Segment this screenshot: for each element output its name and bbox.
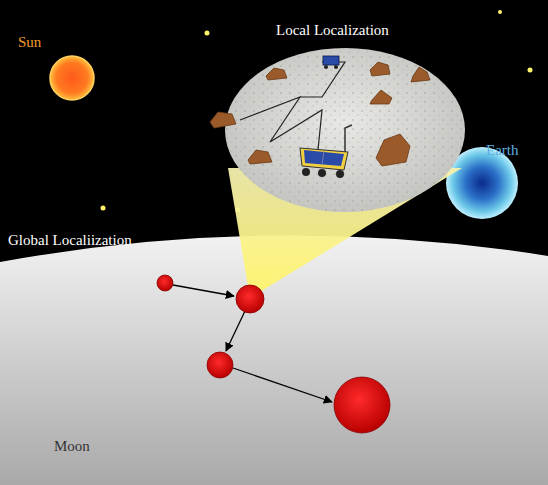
- earth-label: Earth: [486, 142, 518, 159]
- rover-path: [240, 97, 322, 150]
- sun: [50, 56, 94, 100]
- local-texture: [225, 48, 465, 212]
- local-title: Local Localization: [276, 22, 389, 39]
- global-title: Global Localiization: [8, 232, 132, 249]
- moon-label: Moon: [54, 438, 90, 455]
- rover-small: [323, 56, 339, 69]
- rover-path-top: [300, 62, 345, 97]
- global-path: [173, 285, 332, 402]
- local-area: [225, 48, 465, 212]
- sun-label: Sun: [18, 34, 41, 51]
- rover: [300, 125, 352, 178]
- position-dots: [157, 275, 390, 433]
